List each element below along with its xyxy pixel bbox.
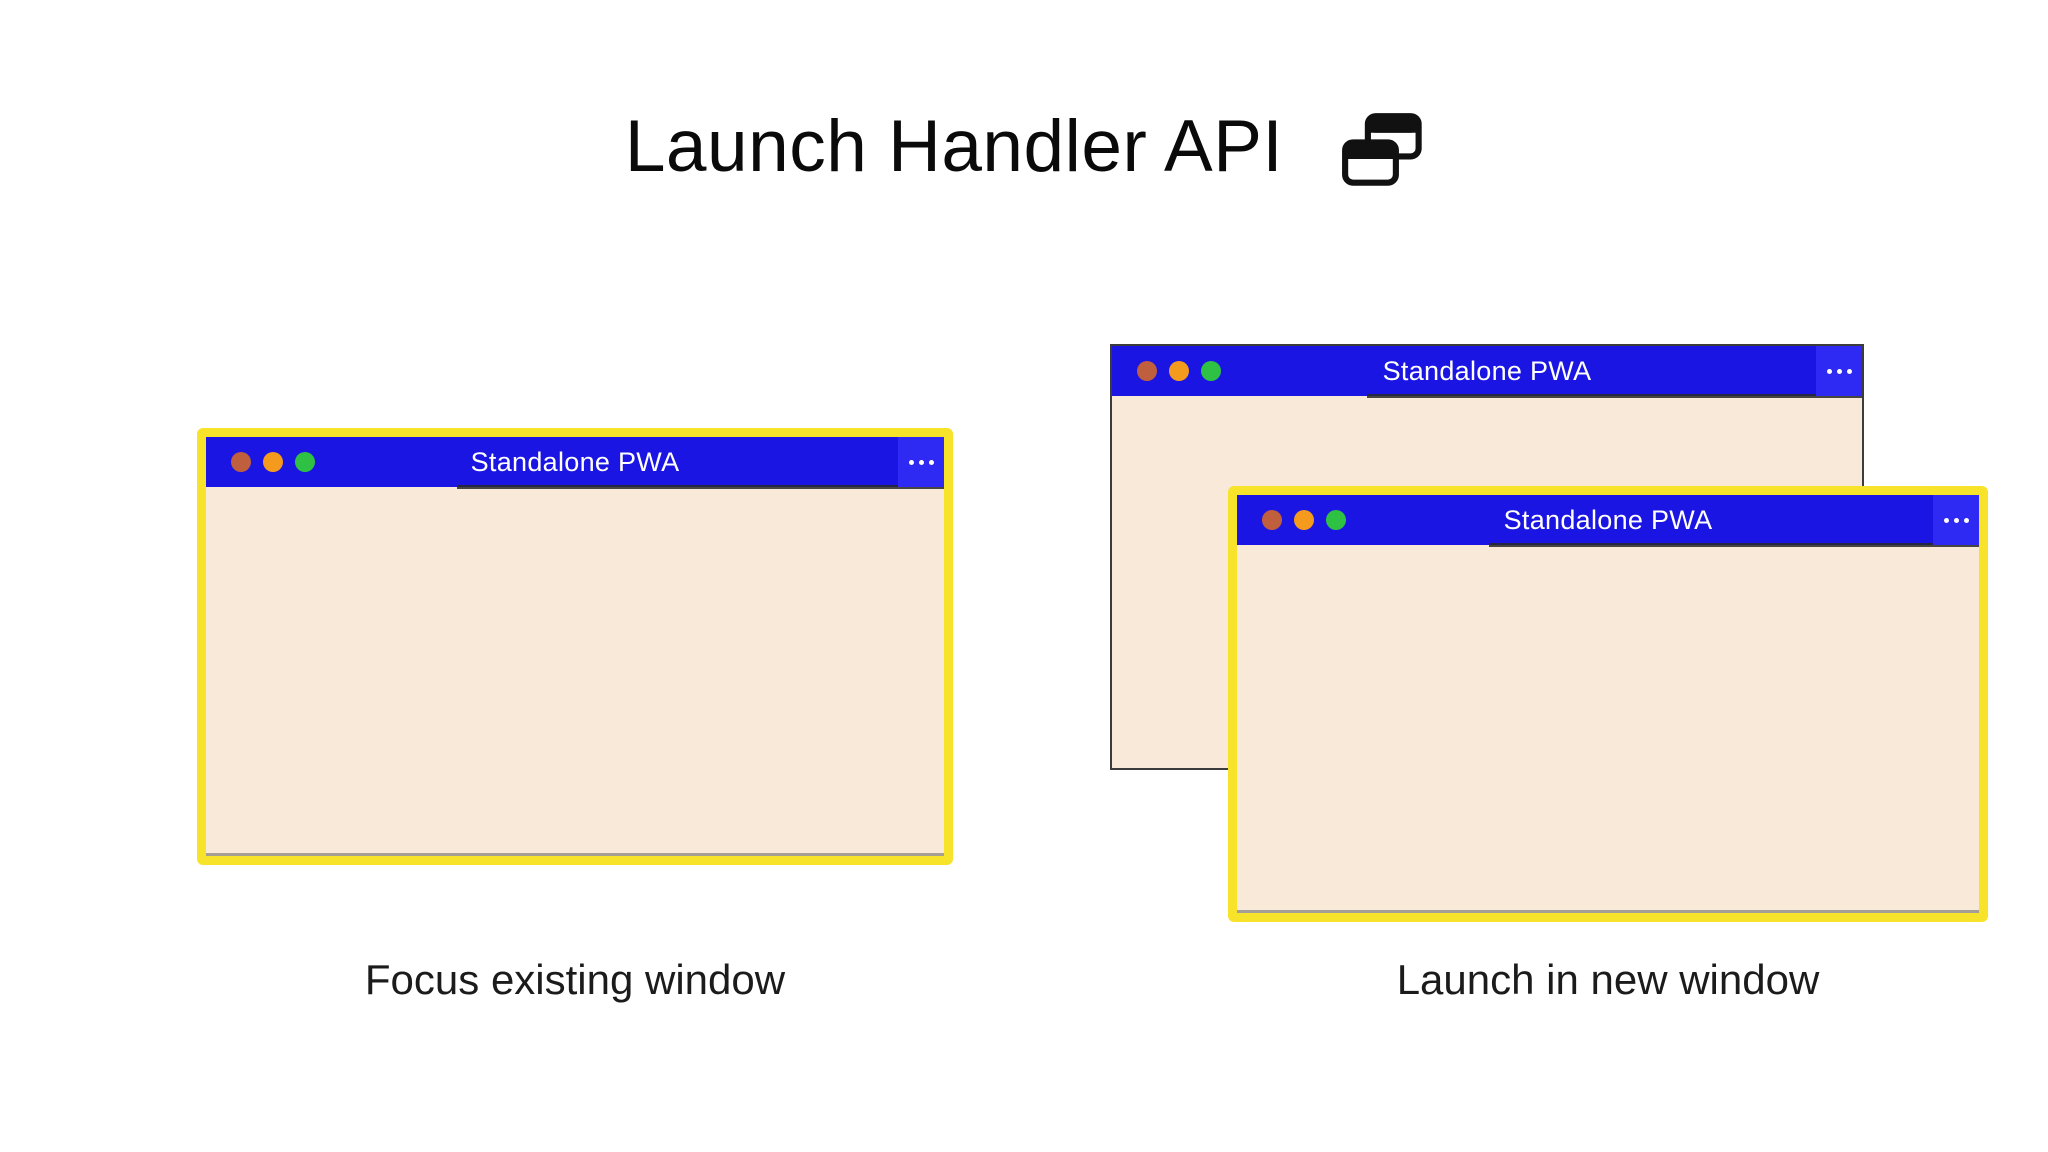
traffic-lights	[1137, 361, 1221, 381]
window-title: Standalone PWA	[470, 446, 680, 477]
titlebar-shadow	[1489, 543, 1979, 547]
window-content	[206, 487, 944, 856]
overflow-menu-button[interactable]	[1933, 495, 1979, 545]
ellipsis-icon	[928, 459, 934, 465]
ellipsis-icon	[1836, 368, 1842, 374]
ellipsis-icon	[1953, 517, 1959, 523]
window-title: Standalone PWA	[1503, 504, 1713, 535]
titlebar-shadow	[456, 485, 944, 489]
caption-focus-existing: Focus existing window	[364, 956, 786, 1003]
maximize-button-icon[interactable]	[1201, 361, 1221, 381]
maximize-button-icon[interactable]	[1326, 510, 1346, 530]
titlebar: Standalone PWA	[1237, 495, 1979, 547]
window-title: Standalone PWA	[1382, 355, 1592, 386]
traffic-lights	[231, 452, 315, 472]
maximize-button-icon[interactable]	[295, 452, 315, 472]
titlebar: Standalone PWA	[206, 437, 944, 489]
pwa-window-new: Standalone PWA	[1228, 486, 1988, 922]
close-button-icon[interactable]	[231, 452, 251, 472]
traffic-lights	[1262, 510, 1346, 530]
overlapping-windows-icon	[1339, 110, 1423, 194]
page-title: Launch Handler API	[624, 105, 1284, 187]
overflow-menu-button[interactable]	[898, 437, 944, 487]
titlebar: Standalone PWA	[1112, 346, 1862, 398]
pwa-window-existing: Standalone PWA	[197, 428, 953, 865]
close-button-icon[interactable]	[1262, 510, 1282, 530]
caption-launch-new: Launch in new window	[1396, 956, 1820, 1003]
ellipsis-icon	[1943, 517, 1949, 523]
ellipsis-icon	[1963, 517, 1969, 523]
minimize-button-icon[interactable]	[1169, 361, 1189, 381]
window-content	[1237, 545, 1979, 913]
close-button-icon[interactable]	[1137, 361, 1157, 381]
minimize-button-icon[interactable]	[263, 452, 283, 472]
titlebar-shadow	[1367, 394, 1862, 398]
figure-header: Launch Handler API	[0, 104, 2048, 188]
ellipsis-icon	[1846, 368, 1852, 374]
overflow-menu-button[interactable]	[1816, 346, 1862, 396]
ellipsis-icon	[918, 459, 924, 465]
ellipsis-icon	[1826, 368, 1832, 374]
ellipsis-icon	[908, 459, 914, 465]
minimize-button-icon[interactable]	[1294, 510, 1314, 530]
